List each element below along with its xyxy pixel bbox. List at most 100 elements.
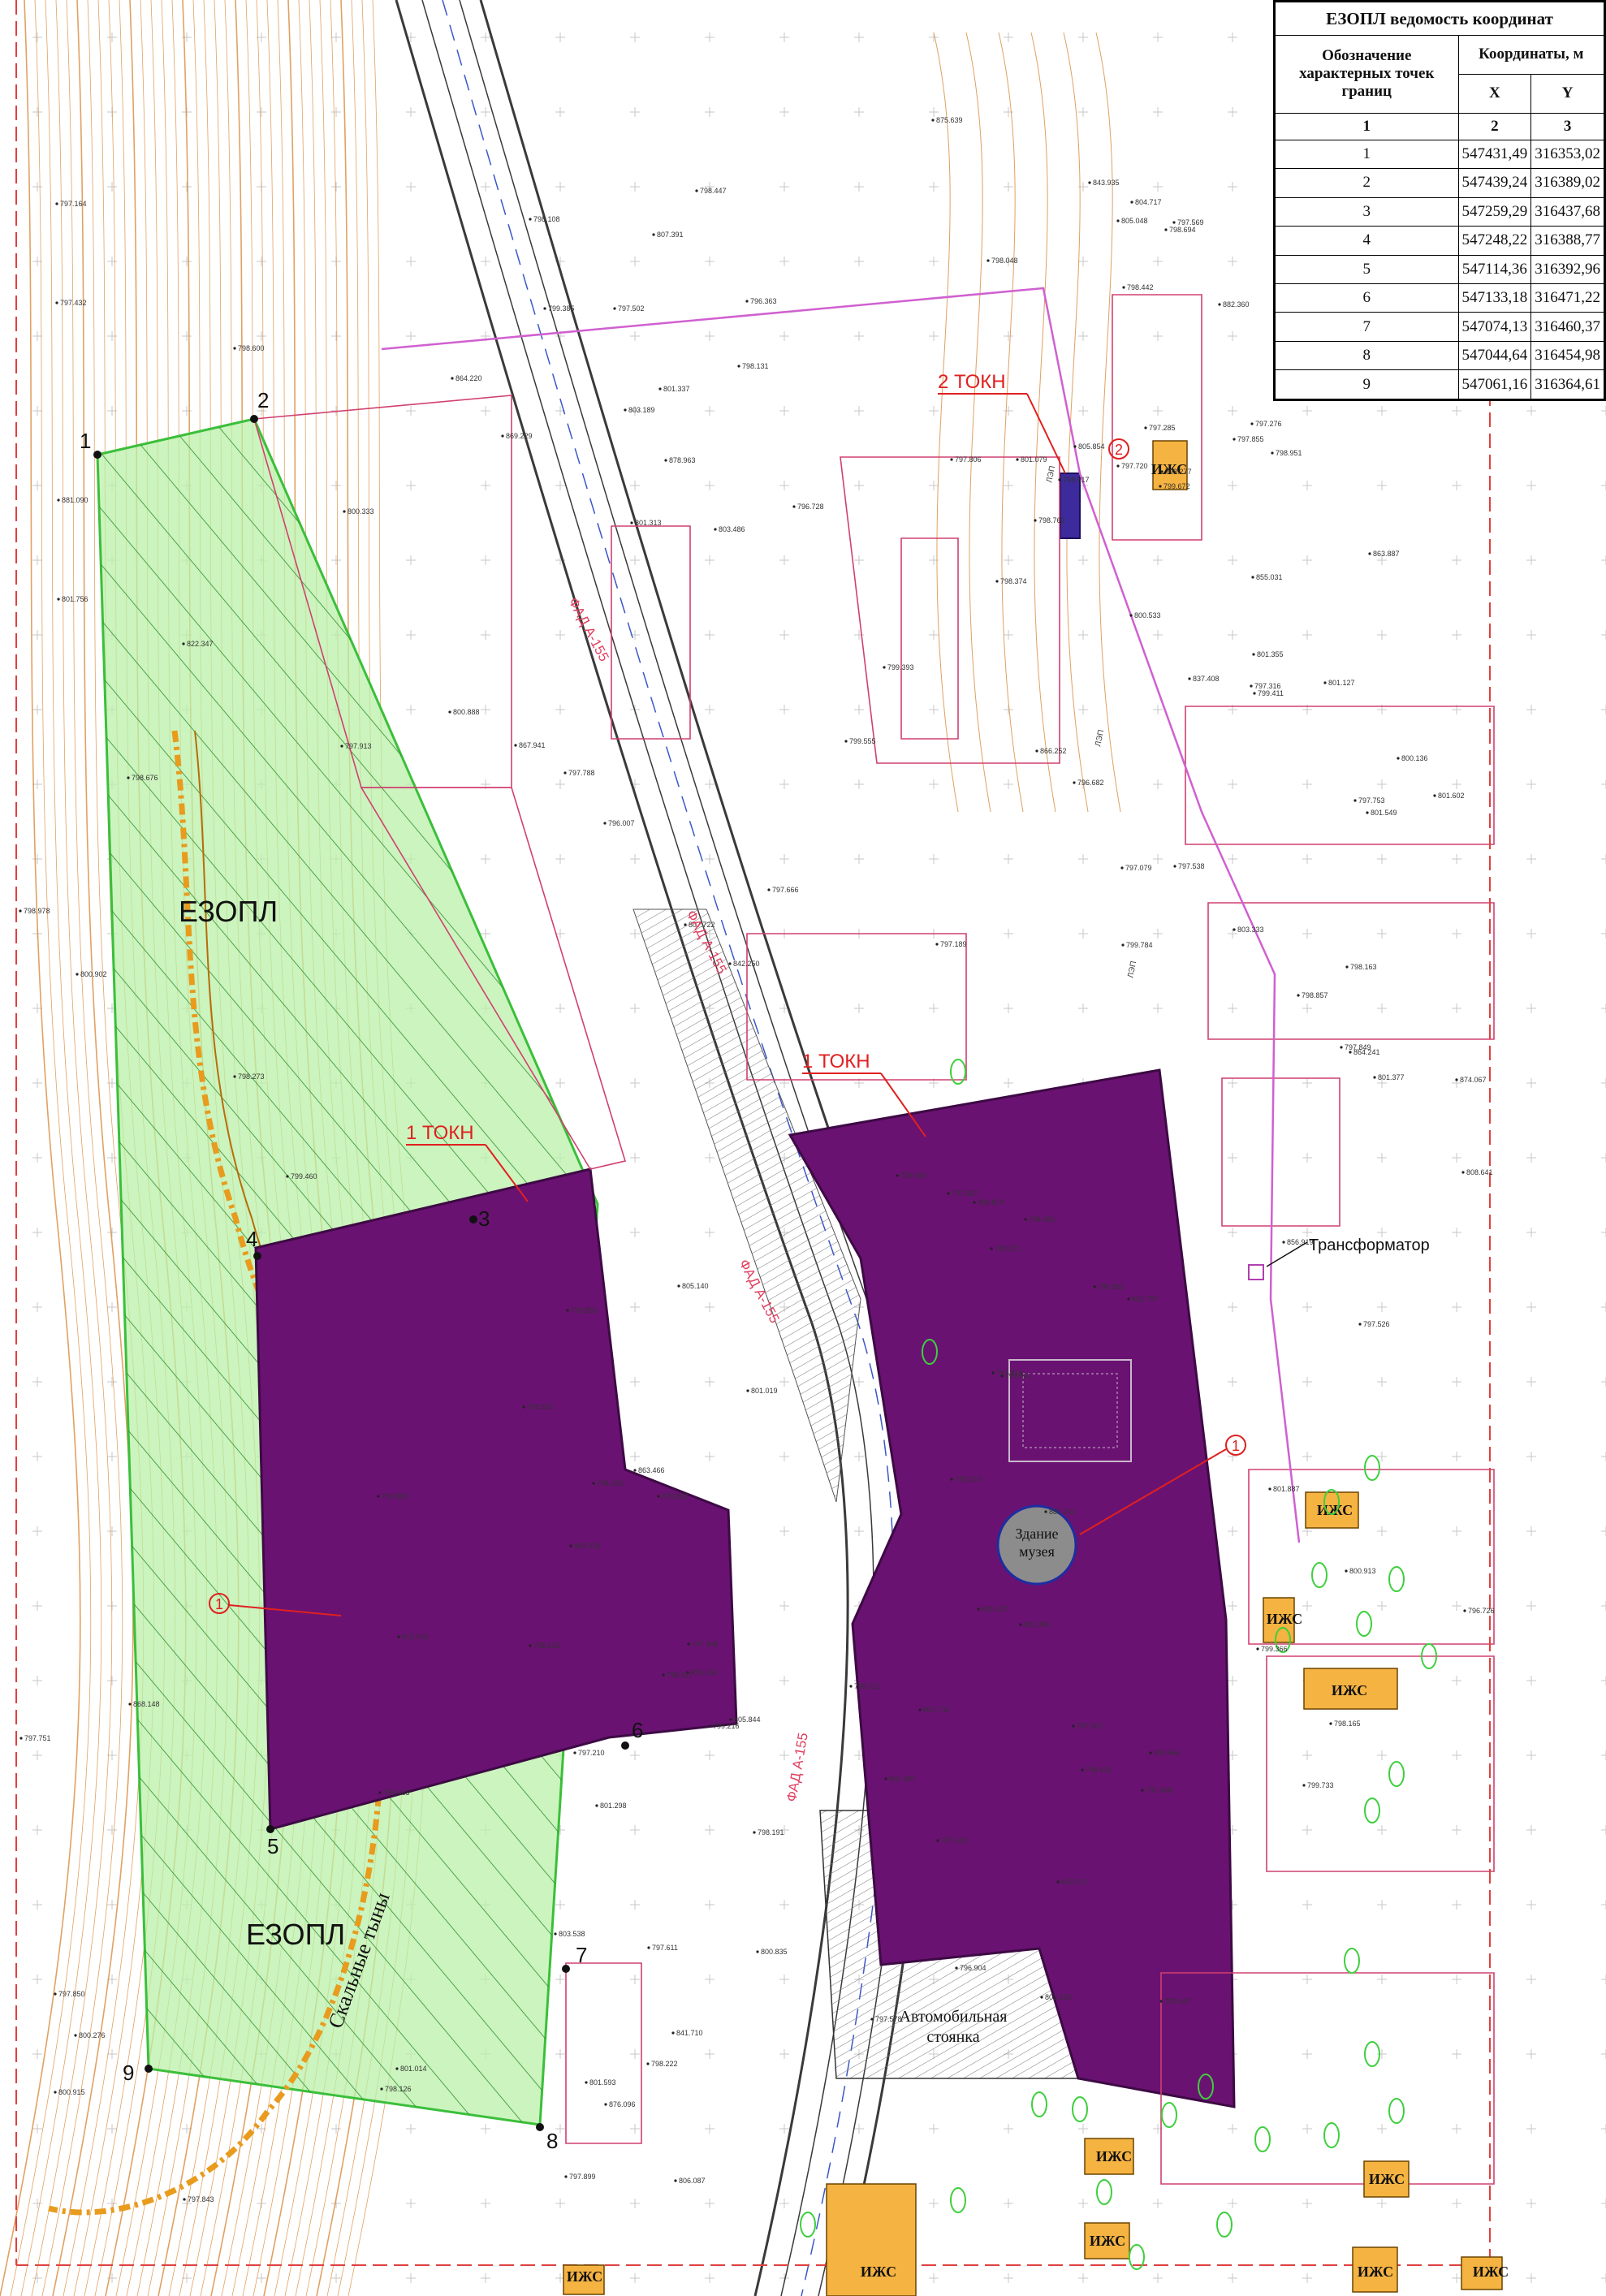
elevation-label: 798.442	[1127, 283, 1154, 291]
elevation-point	[1358, 1323, 1362, 1326]
table-cell-x: 547133,18	[1457, 283, 1532, 313]
elevation-point	[630, 521, 633, 524]
boundary-point-label: 5	[267, 1834, 278, 1858]
header-y: Y	[1530, 73, 1604, 114]
elevation-label: 798.482	[1029, 1215, 1056, 1224]
elevation-label: 797.843	[188, 2195, 214, 2203]
elevation-label: 868.148	[133, 1700, 160, 1708]
elevation-point	[378, 1791, 382, 1794]
elevation-point	[1251, 576, 1254, 579]
elevation-label: 798.273	[238, 1072, 265, 1081]
lep-label: ЛЭП	[1045, 465, 1057, 484]
elevation-label: 799.465	[383, 1789, 410, 1797]
elevation-label: 803.220	[1045, 1993, 1072, 2001]
elevation-label: 799.366	[1261, 1645, 1288, 1653]
elevation-label: 798.108	[533, 215, 560, 223]
elevation-label: 798.978	[24, 907, 50, 915]
elevation-label: 801.756	[62, 595, 89, 603]
tree-icon	[950, 1059, 966, 1085]
izhs-label: ИЖС	[1317, 1502, 1353, 1518]
elevation-label: 797.913	[345, 742, 372, 750]
elevation-label: 796.511	[854, 1682, 880, 1690]
boundary-point-marker	[469, 1215, 477, 1224]
label-leader	[485, 1144, 529, 1202]
elevation-label: 799.733	[1307, 1781, 1334, 1789]
elevation-point	[745, 300, 749, 303]
elevation-point	[1016, 458, 1019, 461]
elevation-label: 808.641	[1466, 1168, 1493, 1176]
izhs-building	[1305, 1491, 1359, 1529]
header-point: Обозначение характерных точек границ	[1275, 35, 1459, 114]
elevation-point	[1034, 519, 1037, 522]
elevation-label: 801.313	[635, 519, 662, 527]
elevation-point	[1121, 943, 1125, 947]
elevation-label: 797.657	[1077, 1722, 1103, 1730]
elevation-label: 874.067	[1460, 1076, 1487, 1084]
elevation-point	[652, 233, 655, 236]
table-cell-x: 547114,36	[1457, 254, 1532, 285]
elevation-point	[1463, 1609, 1466, 1612]
elevation-point	[671, 2031, 675, 2035]
elevation-label: 800.902	[80, 970, 107, 978]
boundary-point-label: 2	[257, 388, 269, 412]
elevation-point	[1116, 219, 1120, 222]
boundary-point-label: 7	[576, 1943, 587, 1967]
elevation-label: 805.140	[682, 1282, 709, 1290]
elevation-point	[1282, 1241, 1285, 1244]
elevation-label: 797.608	[1146, 1786, 1172, 1794]
elevation-label: 798.374	[1000, 577, 1027, 585]
elevation-point	[728, 962, 732, 965]
zone-label-tokn1: 1 ТОКН	[802, 1051, 870, 1072]
elevation-point	[564, 2175, 568, 2178]
marker-label: 2	[1115, 442, 1123, 458]
izhs-label: ИЖС	[1473, 2264, 1509, 2280]
elevation-label: 803.071	[1061, 1878, 1088, 1886]
elevation-point	[1081, 1768, 1084, 1772]
elevation-label: 797.569	[1177, 218, 1204, 227]
elevation-label: 801.304	[1024, 1621, 1051, 1629]
elevation-label: 798.048	[991, 257, 1018, 265]
tree-icon	[1364, 1798, 1380, 1823]
elevation-point	[1127, 1297, 1130, 1301]
elevation-point	[604, 2103, 607, 2106]
boundary-point-marker	[536, 2123, 544, 2131]
elevation-point	[1056, 1880, 1060, 1884]
elevation-label: 798.165	[1334, 1720, 1361, 1728]
elevation-point	[233, 1075, 236, 1078]
elevation-point	[883, 666, 886, 669]
elevation-label: 796.682	[1077, 779, 1104, 787]
elevation-label: 799.460	[291, 1172, 317, 1180]
elevation-point	[1455, 1078, 1458, 1081]
table-cell-n: 3	[1275, 196, 1459, 227]
elevation-point	[57, 498, 60, 502]
elevation-point	[936, 1839, 939, 1842]
table-cell-x: 547431,49	[1457, 139, 1532, 170]
label-leader	[1026, 393, 1066, 474]
tree-icon	[1254, 2126, 1271, 2152]
elevation-label: 875.639	[936, 116, 963, 124]
elevation-label: 799.672	[1163, 482, 1190, 490]
elevation-point	[1172, 221, 1176, 224]
table-cell-n: 2	[1275, 168, 1459, 198]
zone-label-ezopl: ЕЗОПЛ	[246, 1918, 345, 1951]
elevation-point	[501, 434, 504, 438]
elevation-point	[918, 1708, 922, 1711]
elevation-label: 797.753	[1358, 796, 1385, 805]
elevation-point	[1141, 1789, 1144, 1792]
elevation-point	[1130, 201, 1133, 204]
tree-icon	[1198, 2074, 1214, 2100]
elevation-point	[54, 2091, 57, 2094]
elevation-label: 864.220	[455, 374, 482, 382]
elevation-label: 799.547	[1164, 1997, 1191, 2005]
elevation-label: 797.806	[955, 455, 982, 464]
elevation-point	[286, 1175, 289, 1178]
elevation-point	[991, 1371, 995, 1375]
elevation-label: 796.363	[750, 297, 777, 305]
izhs-label: ИЖС	[1151, 461, 1187, 477]
elevation-label: 876.096	[609, 2100, 636, 2108]
elevation-point	[54, 1992, 57, 1996]
elevation-point	[1250, 422, 1254, 425]
elevation-point	[973, 1201, 976, 1204]
